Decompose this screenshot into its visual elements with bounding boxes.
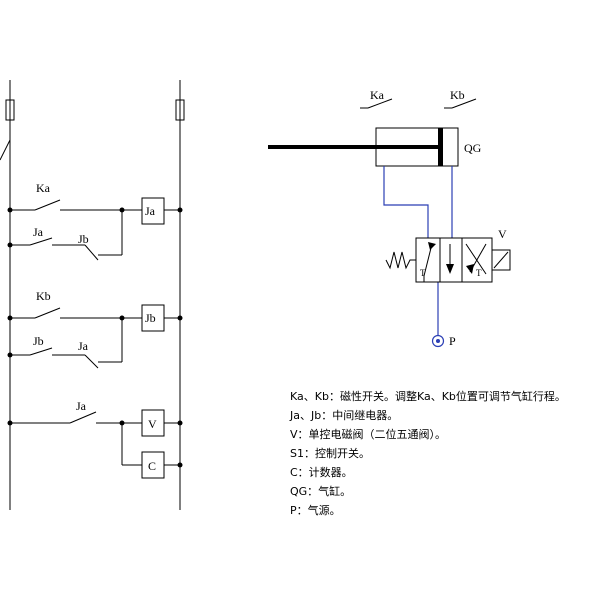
c-counter-label: C [148,459,156,473]
ladder-circuit: Ka Ja Jb Ja Kb Jb Ja Jb Ja V C [0,80,185,510]
rung-v-coil [7,409,183,479]
ka-label: Ka [36,181,51,195]
jb-label-1: Jb [78,232,89,246]
jb-coil-label: Jb [145,311,156,325]
note-line: QG：气缸。 [290,484,351,498]
note-line: C：计数器。 [290,466,353,479]
ja-contact-3 [69,411,97,424]
ja-coil-label: Ja [145,204,156,218]
pneumatic-diagram: Ka Kb QG [268,88,511,348]
v-valve-label: V [498,227,507,241]
solenoid-valve: T T [385,237,511,283]
port-t2-label: T [476,268,482,278]
ja-nc-contact-2 [84,354,99,369]
rung-ja-coil [7,197,183,261]
port-t1-label: T [420,268,426,278]
ja-label-1: Ja [33,225,44,239]
kb-switch-label: Kb [450,88,465,102]
rung-jb-coil [7,304,183,369]
valve-solenoid [491,249,511,271]
left-fuse [5,99,15,121]
jb-label-2: Jb [33,334,44,348]
ja-contact-1 [29,237,53,246]
valve-spring [385,251,416,270]
note-line: Ka、Kb：磁性开关。调整Ka、Kb位置可调节气缸行程。 [290,389,566,403]
jb-contact-2 [29,347,53,356]
ka-contact [34,199,61,211]
ka-switch-label: Ka [370,88,385,102]
note-line: S1：控制开关。 [290,446,370,460]
qg-label: QG [464,141,482,155]
piston [438,128,443,166]
kb-contact [34,307,61,319]
right-fuse [175,99,185,121]
note-line: V：单控电磁阀（二位五通阀）。 [290,427,446,441]
note-line: P：气源。 [290,503,341,517]
p-label: P [449,334,456,348]
jb-nc-contact-1 [84,244,99,261]
s1-switch [0,139,11,161]
v-coil-label: V [148,417,157,431]
ja-coil-box [141,197,165,225]
air-line-a [383,166,429,238]
kb-label: Kb [36,289,51,303]
ja-label-2: Ja [78,339,89,353]
note-line: Ja、Jb：中间继电器。 [289,409,398,422]
legend-notes: Ka、Kb：磁性开关。调整Ka、Kb位置可调节气缸行程。 Ja、Jb：中间继电器… [289,389,566,517]
ja-label-3: Ja [76,399,87,413]
